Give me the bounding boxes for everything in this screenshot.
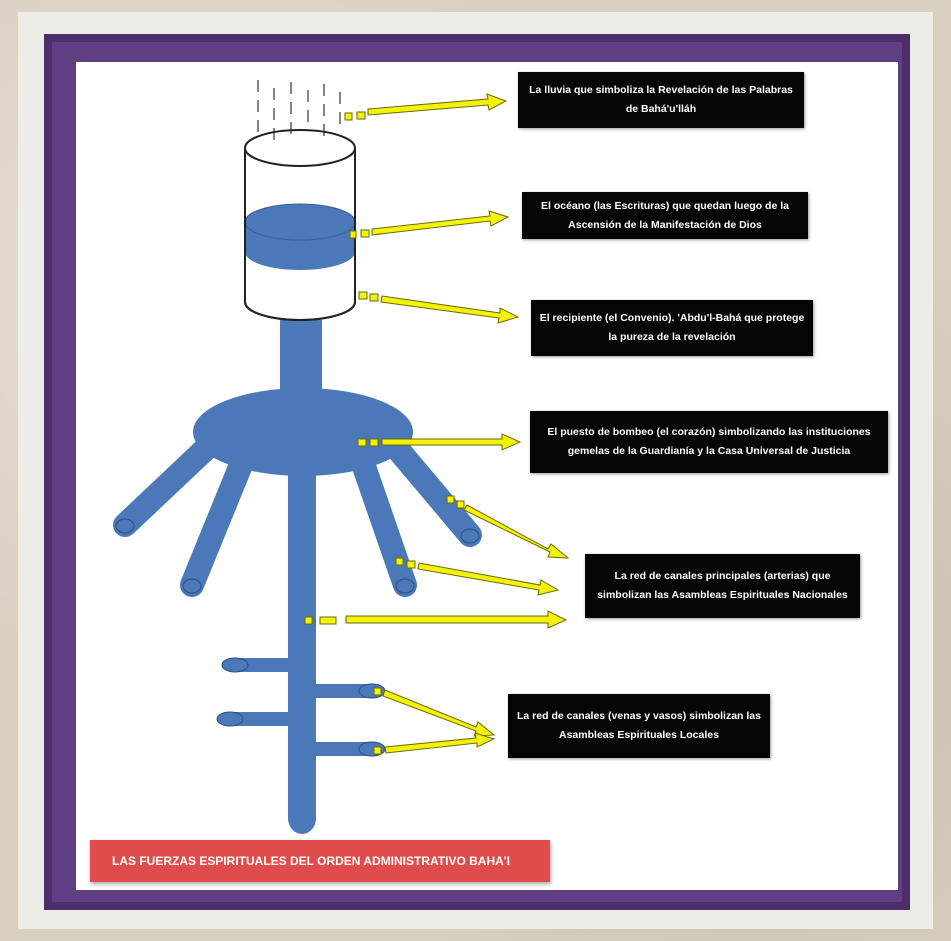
trunk-end xyxy=(288,802,316,834)
label-line: El recipiente (el Convenio). 'Abdu'l-Bah… xyxy=(539,312,805,324)
label-line: Asambleas Espirituales Locales xyxy=(559,729,719,741)
label-lluvia: La lluvia que simboliza la Revelación de… xyxy=(518,72,804,128)
pointer-arrows xyxy=(304,93,570,755)
water-surface xyxy=(244,203,356,241)
arrow-venas-lower xyxy=(373,732,496,755)
label-line: la pureza de la revelación xyxy=(608,331,736,343)
label-line: El océano (las Escrituras) que quedan lu… xyxy=(541,199,789,212)
label-line: La lluvia que simboliza la Revelación de… xyxy=(529,84,793,96)
label-line: El puesto de bombeo (el corazón) simboli… xyxy=(547,426,871,438)
label-venas: La red de canales (venas y vasos) simbol… xyxy=(508,694,770,758)
title-banner: LAS FUERZAS ESPIRITUALES DEL ORDEN ADMIN… xyxy=(90,840,550,882)
label-arterias: La red de canales principales (arterias)… xyxy=(585,554,860,618)
label-oceano: El océano (las Escrituras) que quedan lu… xyxy=(522,192,808,239)
label-line: gemelas de la Guardianía y la Casa Unive… xyxy=(567,445,851,457)
label-recipiente: El recipiente (el Convenio). 'Abdu'l-Bah… xyxy=(531,300,813,356)
cylinder-rim xyxy=(244,129,356,167)
label-line: de Bahá'u'lláh xyxy=(625,103,697,115)
label-line: Ascensión de la Manifestación de Dios xyxy=(568,218,762,231)
main-trunk xyxy=(288,450,316,820)
white-panel xyxy=(76,62,898,890)
arrow-arterias-middle xyxy=(395,557,560,596)
arrow-recipiente xyxy=(358,291,520,324)
arrow-bombeo xyxy=(357,433,522,451)
arrow-lluvia xyxy=(344,93,508,121)
artery-caps xyxy=(115,518,480,594)
label-line: simbolizan las Asambleas Espirituales Na… xyxy=(597,589,848,601)
label-line: La red de canales principales (arterias)… xyxy=(614,570,831,582)
arrow-arterias-lower xyxy=(304,610,568,629)
arrow-oceano xyxy=(349,210,510,239)
arrow-arterias-upper xyxy=(446,495,570,559)
label-bombeo: El puesto de bombeo (el corazón) simboli… xyxy=(530,411,888,473)
label-line: La red de canales (venas y vasos) simbol… xyxy=(517,710,761,722)
cylinder-container xyxy=(244,129,356,321)
vein-channels xyxy=(216,657,386,757)
